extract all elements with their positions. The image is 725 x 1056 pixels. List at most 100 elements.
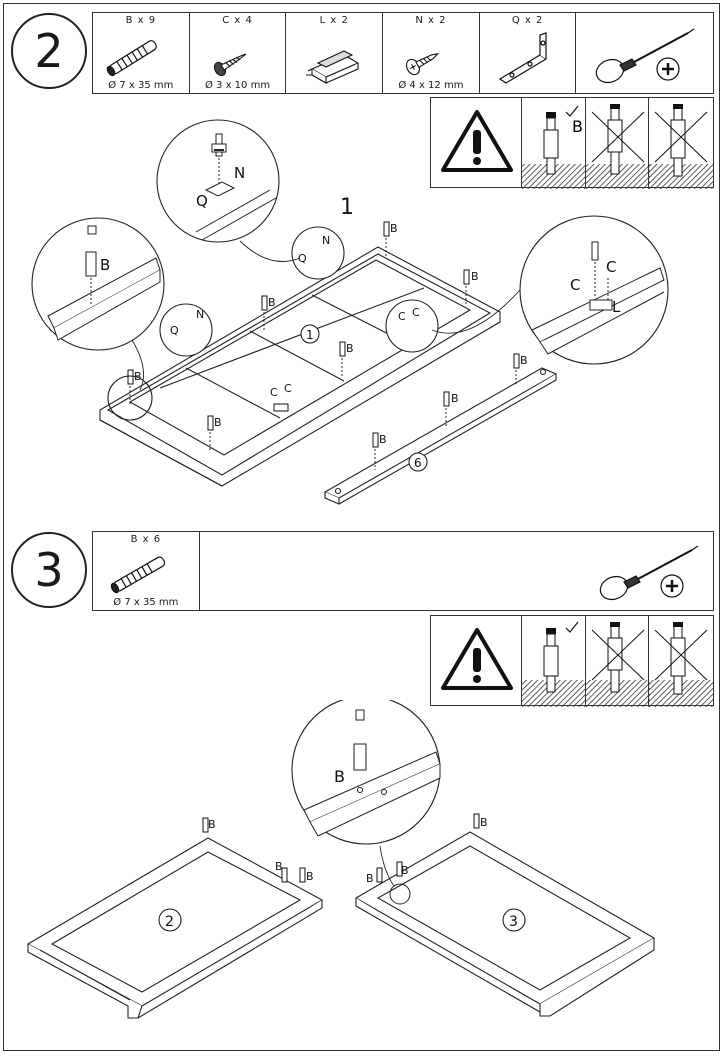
wrong-dowel-icon: [585, 622, 650, 707]
part-c-dim: Ø 3 x 10 mm: [204, 80, 271, 91]
part-b-qty: B x 6: [130, 534, 162, 545]
wrong-dowel-cell-2: [649, 98, 714, 189]
step-2-number-text: 2: [34, 24, 64, 78]
step-3-parts-table: B x 6 Ø 7 x 35 mm: [92, 531, 714, 611]
catch-l: [273, 403, 289, 412]
part-1-label: 1: [306, 328, 314, 342]
rail-part-6: [323, 367, 558, 505]
tool-cell: [576, 13, 713, 93]
detail-circle-small-b: [107, 375, 153, 421]
part-3-label: 3: [509, 914, 518, 930]
label-c: C: [570, 276, 580, 294]
correct-dowel-cell: [522, 616, 587, 707]
wrong-dowel-icon: [585, 104, 650, 189]
label-q: Q: [298, 252, 307, 265]
step-2-parts-table: B x 9 Ø 7 x 35 mm C x 4 Ø 3 x 10 mm L x …: [92, 12, 714, 94]
part-b-cell: B x 9 Ø 7 x 35 mm: [93, 13, 190, 93]
label-b: B: [346, 342, 354, 355]
part-c-qty: C x 4: [222, 15, 253, 26]
panel-label: 1: [340, 195, 354, 220]
wrong-dowel-icon: [649, 622, 714, 707]
part-6-marker: [408, 452, 428, 472]
correct-dowel-cell: B: [522, 98, 587, 189]
detail-circle-small-q: [291, 226, 345, 280]
part-b-cell: B x 6 Ø 7 x 35 mm: [93, 532, 200, 610]
part-b-dim: Ø 7 x 35 mm: [108, 80, 174, 91]
label-b: B: [471, 270, 479, 283]
detail-circle-bracket: [156, 119, 280, 243]
tool-cell: [200, 532, 713, 610]
label-l: L: [612, 298, 621, 316]
dowel-detail: [47, 225, 161, 341]
screwdriver-icon: [596, 28, 695, 84]
label-b: B: [379, 433, 387, 446]
part-l-qty: L x 2: [319, 15, 349, 26]
dowel-icon: [106, 40, 157, 77]
label-b: B: [451, 392, 459, 405]
label-n: N: [196, 308, 204, 321]
wrong-dowel-cell-1: [585, 98, 650, 189]
part-l-cell: L x 2: [286, 13, 384, 93]
label-c: C: [284, 382, 292, 395]
label-b: B: [401, 864, 409, 877]
label-c: C: [412, 306, 420, 319]
wrong-dowel-icon: [649, 104, 714, 189]
detail-circle-small-c: [385, 299, 439, 353]
part-c-cell: C x 4 Ø 3 x 10 mm: [190, 13, 287, 93]
part-n-cell: N x 2 Ø 4 x 12 mm: [383, 13, 480, 93]
magnet-catch-icon: [306, 50, 360, 84]
catch-detail: [531, 241, 665, 355]
detail-circle-small-q: [159, 303, 213, 357]
step-3-number-text: 3: [34, 543, 64, 597]
part-q-cell: Q x 2: [480, 13, 577, 93]
bracket-icon: [498, 32, 547, 84]
label-c: C: [606, 258, 616, 276]
label-b: B: [306, 870, 314, 883]
label-b: B: [275, 860, 283, 873]
warning-cell: [431, 616, 523, 705]
bracket-detail: [195, 133, 277, 241]
part-n-qty: N x 2: [415, 15, 447, 26]
step-3-warning-table: [430, 615, 714, 707]
part-b-qty: B x 9: [125, 15, 157, 26]
step-3-number: 3: [11, 532, 87, 608]
label-c: C: [270, 386, 278, 399]
part-1-marker: [300, 324, 320, 344]
detail-circle-small-b: [389, 883, 411, 905]
step-2-number: 2: [11, 13, 87, 89]
label-b: B: [208, 818, 216, 831]
correct-dowel-icon: [522, 621, 587, 707]
part-3-marker: [502, 908, 526, 932]
screw-icon: [406, 53, 440, 76]
step-2-assembly-drawing: B B B B B B B B B C C 1 1 6: [31, 119, 669, 505]
part-b-dim: Ø 7 x 35 mm: [113, 597, 179, 608]
part-q-qty: Q x 2: [511, 15, 544, 26]
label-c: C: [398, 310, 406, 323]
label-b: B: [366, 872, 374, 885]
wrong-dowel-cell-2: [649, 616, 714, 707]
dowel-icon: [110, 556, 166, 594]
wrong-dowel-cell-1: [585, 616, 650, 707]
label-q: Q: [170, 324, 179, 337]
step-2-warning-table: B: [430, 97, 714, 189]
page-frame: [3, 3, 720, 1051]
label-b: B: [480, 816, 488, 829]
label-b: B: [390, 222, 398, 235]
label-b: B: [134, 370, 142, 383]
dowel-detail: [303, 709, 441, 837]
label-b: B: [100, 256, 110, 274]
dowels-b: [202, 813, 480, 883]
part-2-marker: [158, 908, 182, 932]
label-b: B: [214, 416, 222, 429]
warning-cell: [431, 98, 523, 187]
label-q: Q: [196, 192, 208, 210]
warning-triangle-icon: [441, 110, 513, 172]
label-b: B: [268, 296, 276, 309]
correct-dowel-icon: B: [522, 105, 587, 189]
screwdriver-icon: [599, 545, 698, 601]
label-b: B: [334, 767, 345, 786]
label-n: N: [322, 234, 330, 247]
label-n: N: [234, 164, 245, 182]
part-n-dim: Ø 4 x 12 mm: [398, 80, 464, 91]
screw-icon: [213, 53, 247, 77]
